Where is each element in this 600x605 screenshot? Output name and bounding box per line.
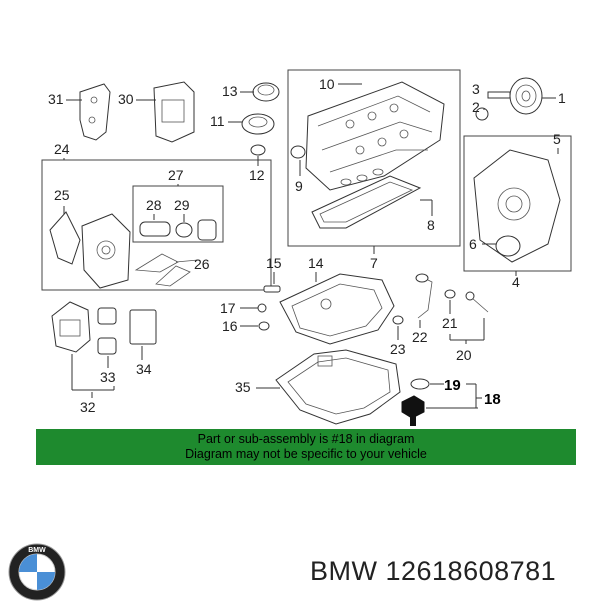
callout-4: 4 [512,274,520,290]
part-16-seal [258,321,270,331]
part-22-guide-tube [415,273,433,319]
part-26-clips [134,253,199,287]
callout-30: 30 [118,91,134,107]
callout-3: 3 [472,81,480,97]
callout-14: 14 [308,255,324,271]
part-23-seal [392,315,404,325]
callout-22: 22 [412,329,428,345]
callout-17: 17 [220,300,236,316]
callout-26: 26 [194,256,210,272]
part-1-pulley [509,77,543,115]
part-17-plug [257,303,267,313]
callout-33: 33 [100,369,116,385]
callout-2: 2 [472,99,480,115]
callout-8: 8 [427,217,435,233]
callout-19: 19 [444,377,461,394]
bmw-roundel-icon: BMW [8,543,66,601]
part-28-filter-element [139,221,171,237]
part-9-seal-set [340,168,384,186]
callout-29: 29 [174,197,190,213]
part-13-filler-cap [252,82,280,102]
part-30-module [153,81,195,143]
part-12-seal [250,144,266,156]
part-35-lower-oil-pan [275,349,401,425]
callout-35: 35 [235,379,251,395]
part-10-valve-cover [305,81,445,191]
part-14-upper-oil-pan [279,273,395,345]
part-32-cooler [51,301,91,353]
callout-5: 5 [553,131,561,147]
callout-7: 7 [370,255,378,271]
part-31-bracket [79,83,111,141]
callout-20: 20 [456,347,472,363]
callout-28: 28 [146,197,162,213]
callout-15: 15 [266,255,282,271]
part-6-seal [495,235,521,257]
callout-18: 18 [484,391,501,408]
callout-27: 27 [168,167,184,183]
part-11-filler-neck [241,113,275,135]
part-27-filter-cap [197,219,217,241]
part-18-drain-plug [401,395,425,426]
callout-25: 25 [54,187,70,203]
callout-1: 1 [558,90,566,106]
callout-10: 10 [319,76,335,92]
part-20-sensor [465,291,489,313]
part-15-gasket [263,285,281,293]
part-25-gasket [49,211,81,265]
part-8-gasket [311,175,422,229]
callout-6: 6 [469,236,477,252]
callout-21: 21 [442,315,458,331]
callout-34: 34 [136,361,152,377]
part-number-label: BMW 12618608781 [310,556,557,586]
part-19-seal-ring [410,378,430,390]
oil-filter-group-box [41,159,272,291]
callout-9: 9 [295,178,303,194]
callout-32: 32 [80,399,96,415]
logo-lettering: BMW [28,547,46,554]
part-9-seal [290,145,306,159]
part-34-cooler-cover [129,309,157,345]
callout-16: 16 [222,318,238,334]
part-24-filter-housing [81,213,131,289]
part-2-washer [475,107,489,121]
callout-24: 24 [54,141,70,157]
callout-11: 11 [210,113,225,129]
part-21-seal [444,289,456,299]
timing-cover-group-box [463,135,572,272]
banner-line-1: Part or sub-assembly is #18 in diagram [197,432,415,446]
callout-12: 12 [249,167,265,183]
part-29-o-ring [175,222,193,238]
part-3-bolt [487,91,511,99]
part-notice-banner: Part or sub-assembly is #18 in diagram D… [36,429,576,465]
callout-23: 23 [390,341,406,357]
part-33-gasket-set [97,307,117,355]
callout-13: 13 [222,83,238,99]
banner-line-2: Diagram may not be specific to your vehi… [185,447,427,461]
callout-31: 31 [48,91,64,107]
